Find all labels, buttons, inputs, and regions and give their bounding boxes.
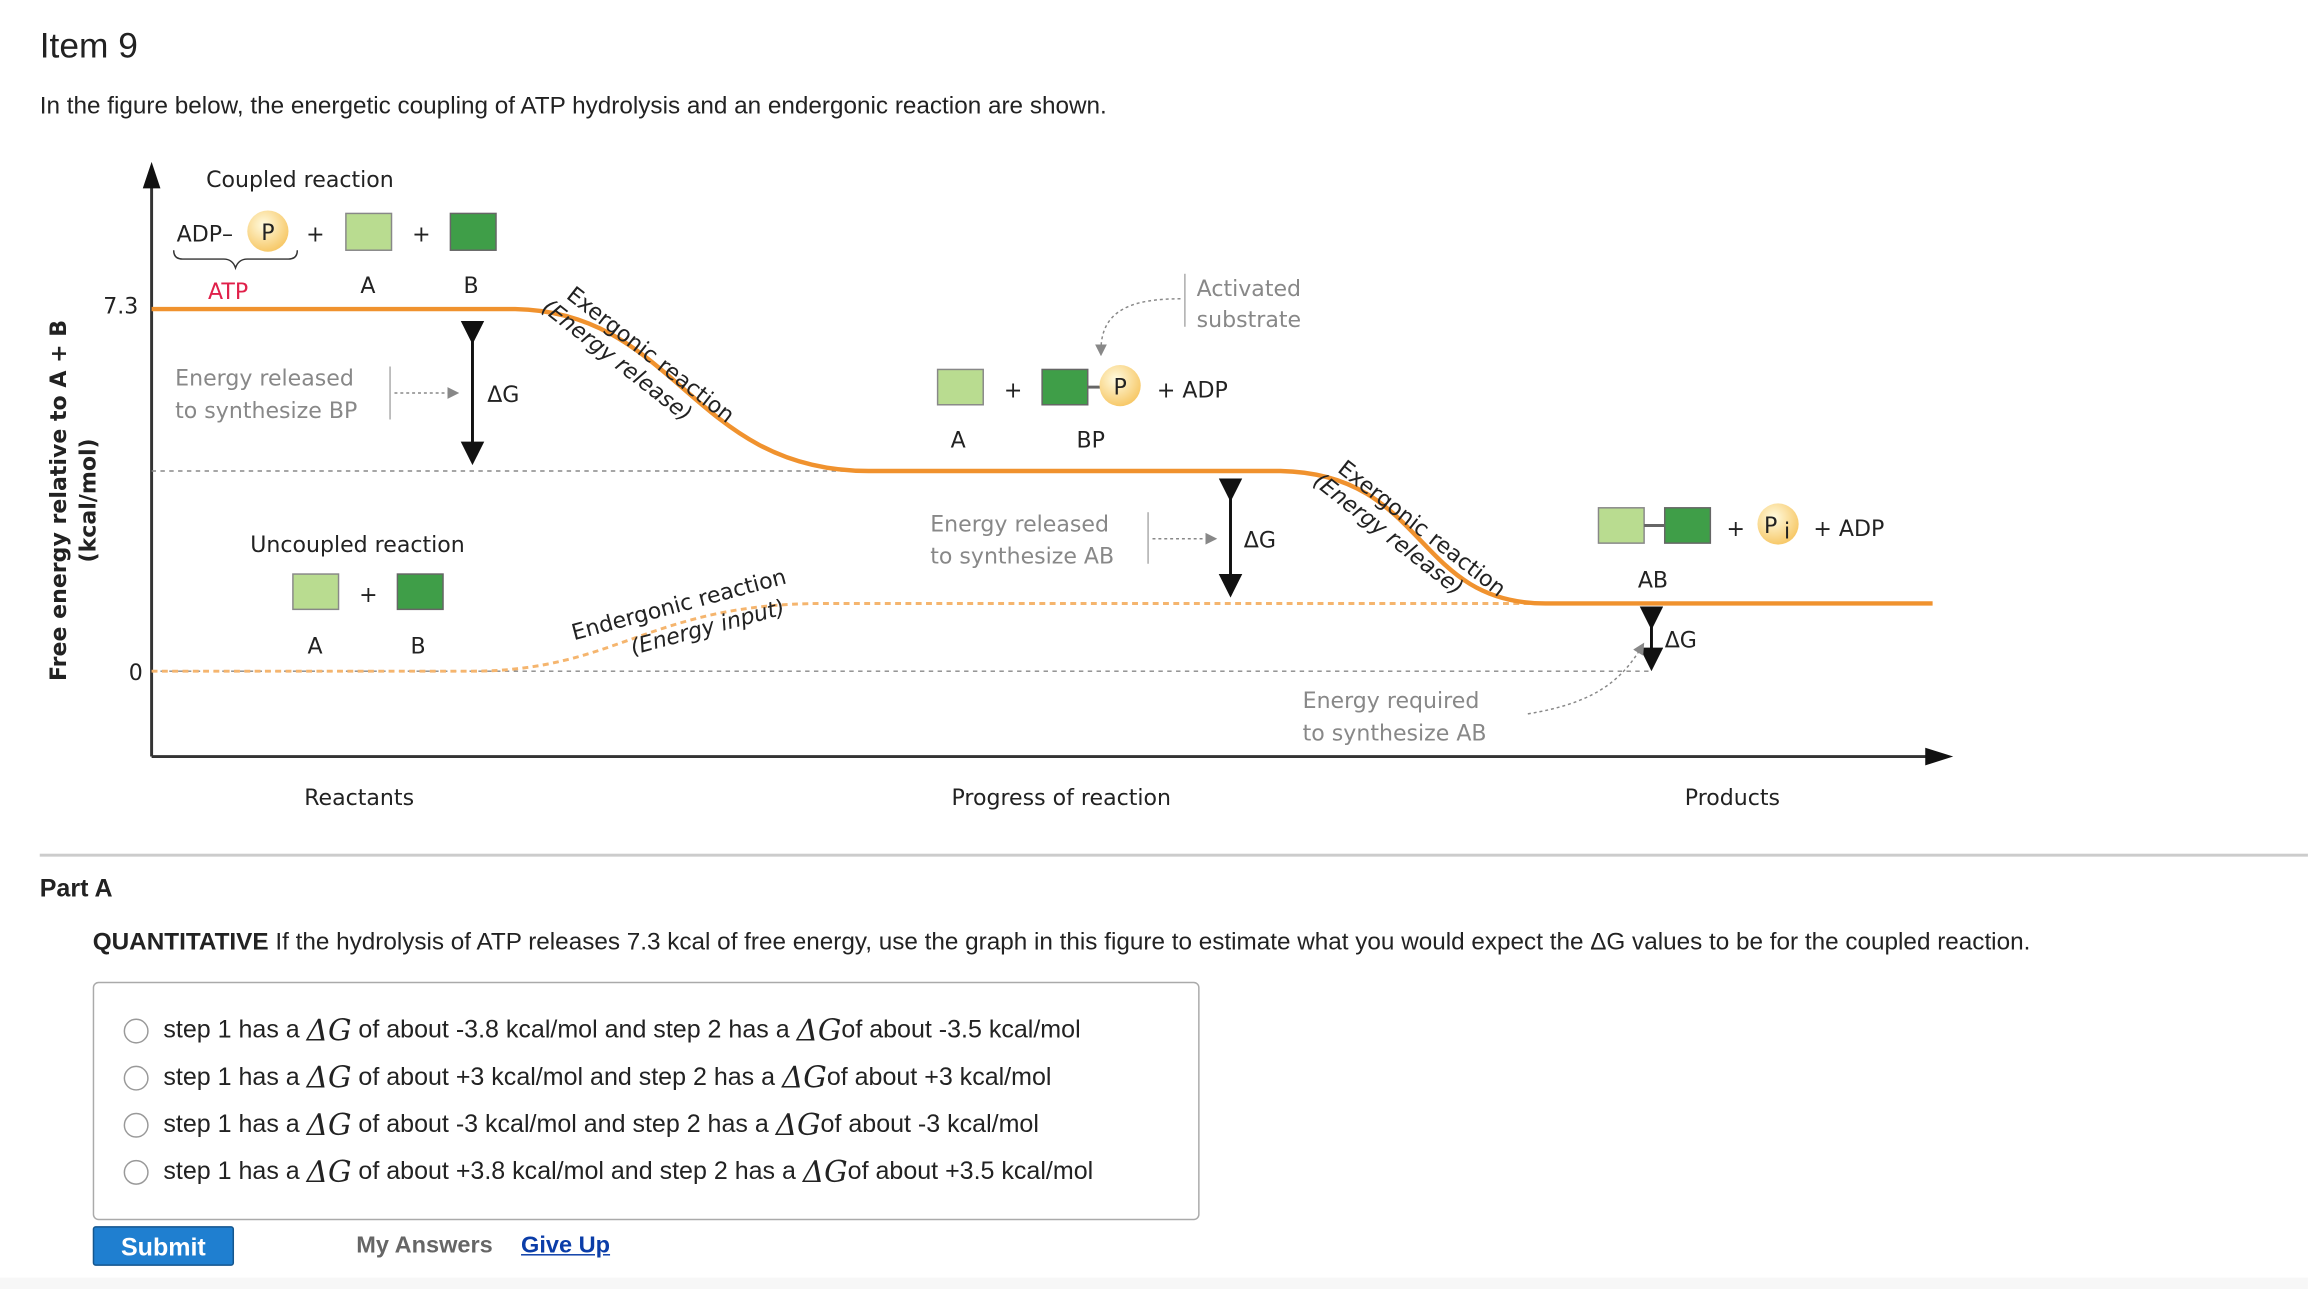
svg-text:AB: AB xyxy=(1638,568,1668,593)
delta-g-symbol: ΔG xyxy=(306,1106,352,1143)
y-axis-label: Free energy relative to A + B xyxy=(47,320,72,681)
choice-2[interactable]: step 1 has a ΔG of about +3 kcal/mol and… xyxy=(123,1059,1052,1096)
svg-text:A: A xyxy=(951,428,966,453)
radio-button[interactable] xyxy=(123,1064,149,1090)
energy-coupling-diagram: 7.3 0 Free energy relative to A + B (kca… xyxy=(47,161,1954,811)
svg-text:+: + xyxy=(412,222,431,247)
phosphate-icon xyxy=(1757,503,1799,545)
choice-text: of about +3.8 kcal/mol and step 2 has a xyxy=(358,1156,796,1185)
svg-text:Energy required: Energy required xyxy=(1303,689,1480,714)
svg-text:BP: BP xyxy=(1076,428,1104,453)
choice-text: step 1 has a xyxy=(163,1109,300,1138)
y-tick-7-3: 7.3 xyxy=(103,295,138,320)
choice-text: step 1 has a xyxy=(163,1015,300,1044)
y-axis-arrow-icon xyxy=(142,161,161,189)
svg-text:to synthesize AB: to synthesize AB xyxy=(930,545,1114,570)
choice-3[interactable]: step 1 has a ΔG of about -3 kcal/mol and… xyxy=(123,1106,1039,1143)
uncoupled-curve xyxy=(151,602,1531,673)
give-up-link[interactable]: Give Up xyxy=(521,1233,611,1259)
svg-text:+: + xyxy=(306,222,325,247)
svg-text:+: + xyxy=(1727,517,1746,542)
phosphate-icon xyxy=(1099,365,1141,407)
answer-choices: step 1 has a ΔG of about -3.8 kcal/mol a… xyxy=(92,981,1200,1221)
choice-1[interactable]: step 1 has a ΔG of about -3.8 kcal/mol a… xyxy=(123,1012,1081,1048)
question-tag: QUANTITATIVE xyxy=(92,928,269,956)
intro-text: In the figure below, the energetic coupl… xyxy=(39,92,1107,120)
delta-g-symbol: ΔG xyxy=(306,1059,352,1096)
svg-text:+: + xyxy=(359,583,378,608)
delta-g-symbol: ΔG xyxy=(306,1153,352,1190)
svg-text:ΔG: ΔG xyxy=(1665,629,1697,654)
x-label-progress: Progress of reaction xyxy=(951,786,1171,811)
svg-text:B: B xyxy=(410,635,425,660)
svg-text:Exergonic reaction: Exergonic reaction xyxy=(562,282,739,428)
svg-text:ΔG: ΔG xyxy=(487,383,519,408)
coupled-reaction-title: Coupled reaction xyxy=(206,168,394,193)
svg-text:P: P xyxy=(1113,375,1126,400)
radio-button[interactable] xyxy=(123,1017,149,1043)
svg-text:Energy released: Energy released xyxy=(930,512,1109,537)
delta-g-symbol: ΔG xyxy=(775,1106,821,1143)
delta-g-symbol: ΔG xyxy=(306,1012,352,1048)
choice-text: of about -3.5 kcal/mol xyxy=(841,1015,1081,1044)
choice-text: of about -3 kcal/mol and step 2 has a xyxy=(358,1109,769,1138)
choice-text: step 1 has a xyxy=(163,1156,300,1185)
svg-text:+ ADP: + ADP xyxy=(1157,378,1228,403)
y-tick-0: 0 xyxy=(129,661,143,686)
adp-label: ADP– xyxy=(177,222,233,247)
svg-text:P: P xyxy=(1764,514,1777,539)
choice-text: of about -3 kcal/mol xyxy=(820,1109,1039,1138)
svg-text:ΔG: ΔG xyxy=(1244,529,1276,554)
question-body: If the hydrolysis of ATP releases 7.3 kc… xyxy=(268,928,2031,956)
y-axis-unit: (kcal/mol) xyxy=(77,438,102,562)
molecule-a-icon xyxy=(345,212,393,251)
svg-text:substrate: substrate xyxy=(1197,308,1301,333)
svg-text:+ ADP: + ADP xyxy=(1813,517,1884,542)
svg-text:Activated: Activated xyxy=(1197,277,1301,302)
svg-text:i: i xyxy=(1784,520,1790,545)
item-title: Item 9 xyxy=(39,26,138,67)
choice-text: of about +3.5 kcal/mol xyxy=(847,1156,1094,1185)
svg-text:A: A xyxy=(307,635,322,660)
my-answers-link[interactable]: My Answers xyxy=(356,1233,493,1259)
x-label-products: Products xyxy=(1685,786,1780,811)
svg-text:P: P xyxy=(261,221,274,246)
choice-4[interactable]: step 1 has a ΔG of about +3.8 kcal/mol a… xyxy=(123,1153,1094,1190)
radio-button[interactable] xyxy=(123,1112,149,1138)
delta-g-symbol: ΔG xyxy=(802,1153,848,1190)
uncoupled-reaction-title: Uncoupled reaction xyxy=(250,533,465,558)
footer-band xyxy=(0,1277,2308,1289)
svg-text:Exergonic reaction: Exergonic reaction xyxy=(1333,456,1510,602)
delta-g-symbol: ΔG xyxy=(796,1012,842,1048)
atp-brace xyxy=(172,250,299,271)
choice-text: of about +3 kcal/mol xyxy=(826,1062,1052,1091)
delta-g-symbol: ΔG xyxy=(782,1059,827,1096)
question-text: QUANTITATIVE If the hydrolysis of ATP re… xyxy=(93,929,2031,957)
part-a-heading: Part A xyxy=(39,874,113,903)
svg-text:Energy released: Energy released xyxy=(175,367,354,392)
choice-text: of about +3 kcal/mol and step 2 has a xyxy=(358,1062,776,1091)
atp-label: ATP xyxy=(208,280,248,305)
x-label-reactants: Reactants xyxy=(304,786,414,811)
radio-button[interactable] xyxy=(123,1159,149,1185)
svg-text:to synthesize BP: to synthesize BP xyxy=(175,399,357,424)
coupled-curve xyxy=(151,306,1933,606)
svg-text:+: + xyxy=(1004,378,1023,403)
divider xyxy=(39,853,2308,857)
svg-text:A: A xyxy=(360,274,375,299)
choice-text: of about -3.8 kcal/mol and step 2 has a xyxy=(358,1015,790,1044)
svg-text:B: B xyxy=(463,274,478,299)
choice-text: step 1 has a xyxy=(163,1062,300,1091)
molecule-b-icon xyxy=(449,212,497,251)
submit-button[interactable]: Submit xyxy=(92,1226,235,1266)
x-axis-arrow-icon xyxy=(1925,747,1954,766)
svg-text:to synthesize AB: to synthesize AB xyxy=(1303,721,1487,746)
phosphate-icon xyxy=(247,210,289,252)
